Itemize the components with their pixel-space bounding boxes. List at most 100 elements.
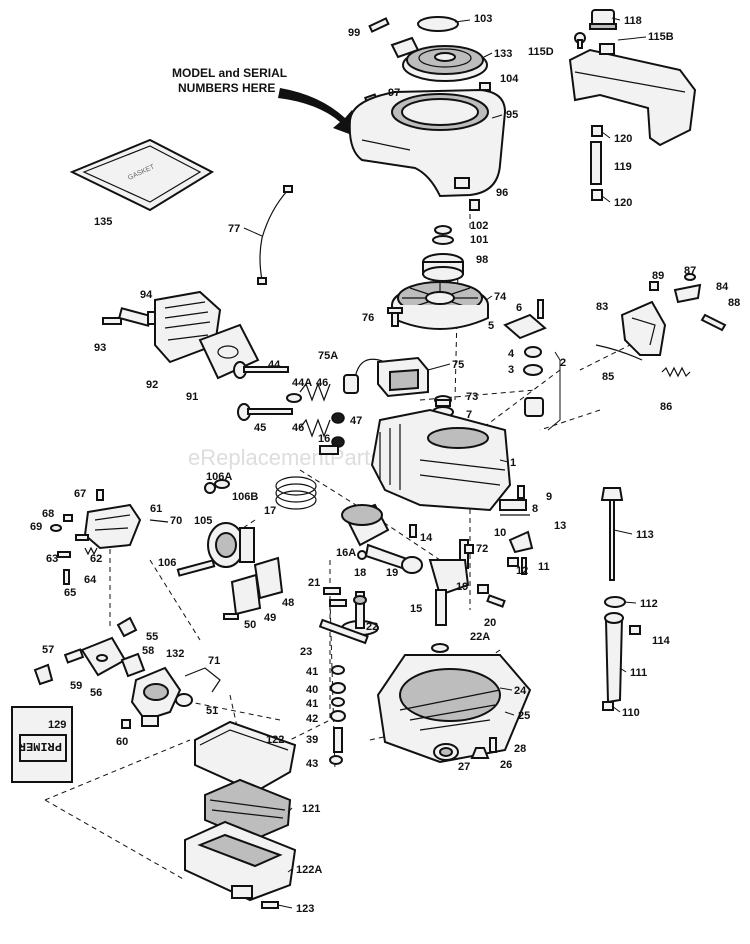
model-serial-note: MODEL and SERIAL NUMBERS HERE xyxy=(172,66,360,138)
label-89: 89 xyxy=(652,270,664,282)
label-74: 74 xyxy=(494,291,507,303)
part-98-starter-cup xyxy=(422,253,464,282)
part-106-bolt xyxy=(176,559,216,577)
label-94: 94 xyxy=(140,289,153,301)
assembly-leader-lines xyxy=(44,205,641,881)
label-115B: 115B xyxy=(648,31,674,43)
part-63-screw xyxy=(57,551,71,558)
part-18-clip xyxy=(357,550,367,560)
label-4: 4 xyxy=(508,348,515,360)
label-28: 28 xyxy=(514,743,526,755)
label-7: 7 xyxy=(466,409,472,421)
label-76: 76 xyxy=(362,312,374,324)
part-57-lever xyxy=(63,648,85,664)
part-103-starter-cap xyxy=(417,16,459,32)
part-76-screw xyxy=(387,307,403,327)
label-18: 18 xyxy=(354,567,366,579)
part-14-dowel xyxy=(409,524,417,538)
label-16: 16 xyxy=(318,433,330,445)
label-114: 114 xyxy=(652,635,671,647)
part-22A-washer xyxy=(431,643,449,653)
label-19-bolt: 19 xyxy=(456,581,468,593)
part-46-spring-lower xyxy=(299,418,331,438)
part-105-muffler xyxy=(207,522,255,568)
part-111-dipstick-tube xyxy=(604,612,624,704)
part-70-link xyxy=(149,519,169,523)
label-101: 101 xyxy=(470,234,488,246)
label-9: 9 xyxy=(546,491,552,503)
label-26: 26 xyxy=(500,759,512,771)
part-75-ignition-module xyxy=(377,356,429,398)
part-47-retainer xyxy=(331,412,345,448)
label-113: 113 xyxy=(636,529,654,541)
label-123: 123 xyxy=(296,903,314,915)
part-19-connecting-rod xyxy=(364,543,423,574)
label-19-rod: 19 xyxy=(386,567,398,579)
part-44-valve xyxy=(233,361,289,379)
label-86: 86 xyxy=(660,401,672,413)
part-55-choke-knob xyxy=(116,616,138,638)
part-62-screw xyxy=(75,534,89,541)
part-41-washer-lower xyxy=(331,697,345,707)
part-50-screw xyxy=(223,613,239,620)
label-2: 2 xyxy=(560,357,566,369)
part-60-screw xyxy=(121,719,131,729)
part-39-shaft xyxy=(333,727,343,753)
label-25: 25 xyxy=(518,710,530,722)
label-16A: 16A xyxy=(336,547,356,559)
label-92: 92 xyxy=(146,379,158,391)
label-133: 133 xyxy=(494,48,512,60)
label-97: 97 xyxy=(388,87,400,99)
label-67: 67 xyxy=(74,488,86,500)
part-104-screw xyxy=(479,82,491,91)
part-12-clamp xyxy=(507,557,519,567)
part-21-bolts xyxy=(323,587,347,607)
part-85-link xyxy=(595,344,643,361)
label-60: 60 xyxy=(116,736,128,748)
label-96: 96 xyxy=(496,187,508,199)
part-84-lever xyxy=(673,283,702,304)
label-64: 64 xyxy=(84,574,97,586)
label-40: 40 xyxy=(306,684,318,696)
label-88: 88 xyxy=(728,297,740,309)
part-115B-fuel-tank xyxy=(568,43,697,147)
part-69-nut xyxy=(50,524,62,532)
part-112-seal xyxy=(604,596,626,608)
label-72: 72 xyxy=(476,543,488,555)
part-16-pin xyxy=(319,445,339,455)
part-44A-valve-seat xyxy=(286,393,302,403)
label-98: 98 xyxy=(476,254,488,266)
part-114-screw xyxy=(629,625,641,635)
label-122A: 122A xyxy=(296,864,322,876)
label-17: 17 xyxy=(264,505,276,517)
label-57: 57 xyxy=(42,644,54,656)
part-95-blower-housing xyxy=(348,88,507,198)
label-14: 14 xyxy=(420,532,433,544)
label-11: 11 xyxy=(538,561,550,573)
label-45: 45 xyxy=(254,422,266,434)
part-23-shaft xyxy=(318,618,369,645)
label-49: 49 xyxy=(264,612,276,624)
note-line-2: NUMBERS HERE xyxy=(178,81,275,95)
label-77: 77 xyxy=(228,223,240,235)
part-89-screw xyxy=(649,281,659,291)
label-13: 13 xyxy=(554,520,566,532)
label-47: 47 xyxy=(350,415,362,427)
label-10: 10 xyxy=(494,527,506,539)
part-119-fuel-line xyxy=(590,141,602,185)
label-106B: 106B xyxy=(232,491,258,503)
part-41-washer-upper xyxy=(331,665,345,675)
part-11-shaft xyxy=(521,557,527,575)
label-58: 58 xyxy=(142,645,154,657)
part-10-governor-lever xyxy=(508,530,534,554)
label-122: 122 xyxy=(266,734,284,746)
label-46-upper: 46 xyxy=(316,377,328,389)
label-39: 39 xyxy=(306,734,318,746)
part-102-nut xyxy=(434,225,452,235)
label-104: 104 xyxy=(500,73,519,85)
part-71-throttle-link xyxy=(184,667,221,693)
part-64-spring xyxy=(84,546,98,556)
label-73: 73 xyxy=(466,391,478,403)
part-4-spool xyxy=(524,346,542,358)
part-106A-screw xyxy=(204,482,216,494)
